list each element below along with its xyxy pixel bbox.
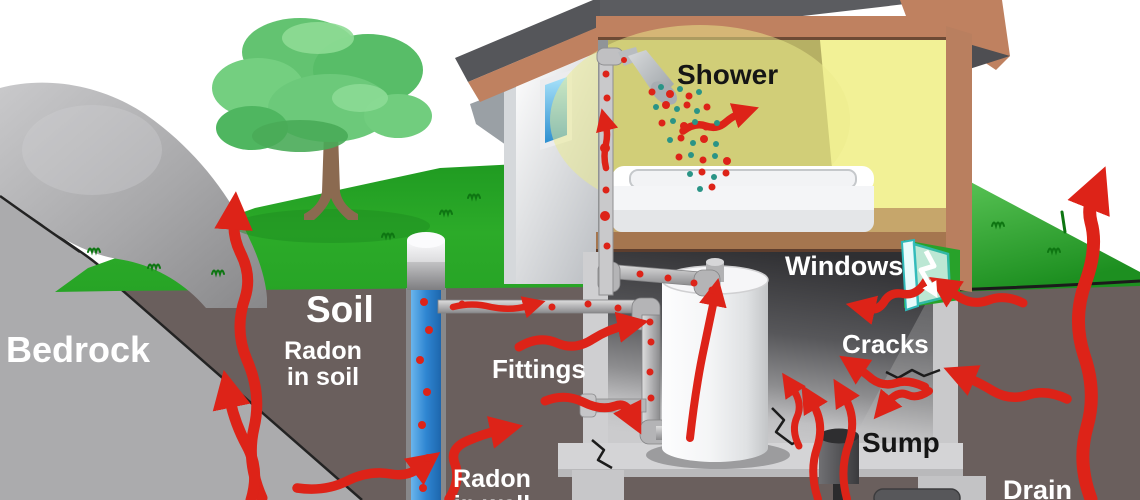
fascia-left <box>468 27 598 102</box>
label-radon-in-soil: Radon in soil <box>284 337 362 392</box>
tree-foliage <box>212 18 432 152</box>
grass-tufts-left <box>87 193 481 278</box>
label-drain: Drain <box>1003 475 1073 500</box>
basement-window <box>900 238 960 312</box>
arrow-to-well <box>292 452 441 494</box>
arrow-cracks-2 <box>873 387 933 420</box>
label-shower: Shower <box>677 59 779 90</box>
label-windows: Windows <box>785 251 904 281</box>
label-bedrock: Bedrock <box>6 329 151 370</box>
arrow-floor-crack <box>782 372 806 450</box>
arrow-fittings-upper <box>514 311 649 352</box>
arrow-tank <box>686 278 727 442</box>
label-soil: Soil <box>306 289 374 330</box>
tree-trunk <box>304 132 358 220</box>
bathtub <box>612 166 874 232</box>
arrow-soil-right-big <box>1067 166 1110 500</box>
arrow-cracks-1 <box>839 355 930 392</box>
house <box>437 0 1010 500</box>
arrow-well-area <box>444 416 524 500</box>
window-air-arrow <box>918 249 938 299</box>
label-fittings: Fittings <box>492 354 586 384</box>
shower-spray <box>648 84 731 192</box>
arrow-sump-2 <box>833 378 860 500</box>
floor-band <box>596 232 950 252</box>
radon-dots <box>416 57 716 492</box>
tree <box>212 18 432 243</box>
arrow-window-inside <box>845 276 931 325</box>
well-casing <box>407 262 445 290</box>
label-cracks: Cracks <box>842 329 929 359</box>
interior-room <box>550 25 948 232</box>
arrow-shower <box>679 103 759 135</box>
roof-ridge <box>600 0 940 20</box>
label-radon-in-well: Radon in well <box>453 465 531 500</box>
arrow-bedrock <box>212 369 261 500</box>
arrow-soil-left <box>214 191 268 500</box>
arrow-window-outside <box>929 277 1028 308</box>
lawn-right <box>947 170 1140 292</box>
arrow-soil-to-wall <box>943 365 1072 404</box>
arrow-sump-1 <box>801 384 828 500</box>
tree-shadow <box>234 209 430 243</box>
arrow-fittings-lower <box>540 392 642 435</box>
corner-board <box>946 26 972 292</box>
label-sump: Sump <box>862 427 940 458</box>
drain-pipe <box>873 488 961 500</box>
bedrock-boulder <box>0 82 267 308</box>
